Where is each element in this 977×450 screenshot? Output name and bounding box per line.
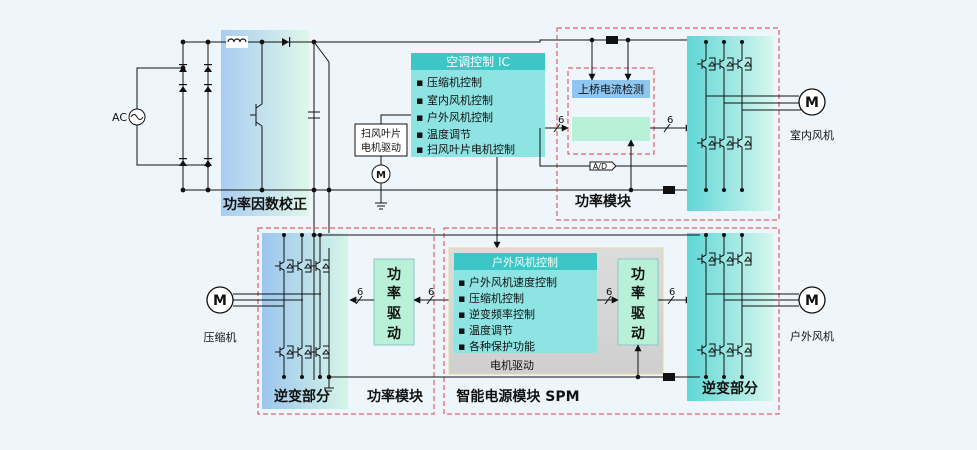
indoor-fan-motor-symbol: M	[805, 95, 819, 111]
svg-text:▪ 室内风机控制: ▪ 室内风机控制	[416, 93, 493, 107]
right-inverter-switches	[697, 233, 752, 379]
swing-driver-line1: 扫风叶片	[361, 127, 401, 140]
left-bus-width-2: 6	[428, 287, 434, 298]
outdoor-fan-control-items: ▪ 户外风机速度控制 ▪ 压缩机控制 ▪ 逆变频率控制 ▪ 温度调节 ▪ 各种保…	[458, 275, 557, 353]
spm-bus-width-2: 6	[669, 287, 675, 298]
svg-text:▪ 温度调节: ▪ 温度调节	[416, 127, 471, 141]
left-inverter-block	[262, 233, 348, 409]
topInv-lower-switch-3	[733, 133, 752, 153]
ic-item-5: 扫风叶片电机控制	[427, 142, 515, 156]
spm-bus-width-1: 6	[606, 287, 612, 298]
ac-control-ic-items: ▪ 压缩机控制 ▪ 室内风机控制 ▪ 户外风机控制 ▪ 温度调节 ▪ 扫风叶片电…	[416, 75, 515, 156]
svg-text:▪ 户外风机控制: ▪ 户外风机控制	[416, 110, 493, 124]
svg-text:率: 率	[631, 285, 645, 302]
ac-control-ic-title: 空调控制 IC	[446, 55, 510, 69]
spm-power-driver	[617, 258, 659, 346]
svg-text:率: 率	[387, 285, 401, 302]
outdoor-fan-motor-symbol: M	[805, 293, 819, 309]
upper-current-detect	[572, 80, 650, 98]
pfc-label: 功率因数校正	[223, 196, 307, 213]
pfc-switch-icon	[250, 42, 263, 190]
compressor-label: 压缩机	[204, 330, 237, 344]
indoor-fan-motor-icon	[798, 88, 826, 116]
motor-drive-label: 电机驱动	[490, 358, 534, 372]
svg-text:▪ 各种保护功能: ▪ 各种保护功能	[458, 339, 535, 353]
svg-text:驱: 驱	[631, 306, 645, 322]
upper-current-detect-label: 上桥电流检测	[578, 82, 644, 96]
svg-text:▪ 扫风叶片电机控制: ▪ 扫风叶片电机控制	[416, 142, 515, 156]
left-power-module-boundary	[257, 227, 435, 415]
outdoor-fan-label: 户外风机	[790, 329, 834, 343]
diode-icons	[179, 64, 212, 166]
left-inverter-label: 逆变部分	[274, 388, 330, 405]
pfc-block	[221, 30, 309, 216]
spm-label: 智能电源模块 SPM	[455, 388, 579, 405]
top-inverter-block	[687, 36, 773, 211]
inductor-icon	[227, 38, 247, 43]
shunt-resistor-icon-2	[663, 186, 675, 194]
shunt-resistor-icon	[606, 36, 618, 44]
svg-text:▪ 户外风机速度控制: ▪ 户外风机速度控制	[458, 275, 557, 289]
spm-shunt-icon	[663, 373, 675, 381]
svg-text:动: 动	[631, 325, 645, 342]
left-inverter-switches	[275, 233, 330, 379]
compressor-motor-symbol: M	[213, 293, 227, 309]
left-bus-width-1: 6	[357, 287, 363, 298]
top-gate-driver	[572, 117, 650, 141]
svg-text:▪ 温度调节: ▪ 温度调节	[458, 323, 513, 337]
current-detect-boundary	[567, 67, 655, 155]
svg-text:▪ 压缩机控制: ▪ 压缩机控制	[458, 291, 524, 305]
outdoor-fan-control-title: 户外风机控制	[492, 255, 558, 269]
pfc-diode-icon	[282, 38, 289, 46]
swing-motor-driver	[354, 123, 408, 157]
top-module-bus-width: 6	[667, 115, 673, 126]
svg-text:▪ 压缩机控制: ▪ 压缩机控制	[416, 75, 482, 89]
topInv-upper-switch-3	[733, 54, 752, 74]
ic-item-3: 户外风机控制	[427, 110, 493, 124]
svg-text:动: 动	[387, 325, 401, 342]
right-inverter-block	[687, 233, 773, 401]
ad-label: A/D	[593, 162, 607, 171]
ic-bus-width: 6	[558, 115, 564, 126]
indoor-fan-label: 室内风机	[790, 128, 834, 142]
ad-converter	[589, 161, 617, 171]
rightInv-lower-switch-3	[733, 340, 752, 360]
rightInv-upper-switch-3	[733, 249, 752, 269]
ground-icon	[375, 183, 387, 210]
top-power-module-boundary	[556, 27, 780, 221]
ac-control-ic	[411, 53, 545, 157]
svg-text:驱: 驱	[387, 306, 401, 322]
top-power-module-label: 功率模块	[575, 193, 632, 210]
top-inverter-switches	[697, 40, 752, 192]
spm-boundary	[443, 227, 780, 415]
ic-item-2: 室内风机控制	[427, 93, 493, 107]
swing-motor-symbol: M	[376, 170, 386, 181]
dc-capacitor-icon	[308, 41, 330, 190]
svg-text:功: 功	[631, 267, 645, 283]
left-power-module-label: 功率模块	[367, 388, 424, 405]
ic-item-4: 温度调节	[427, 127, 471, 141]
right-inverter-label: 逆变部分	[702, 380, 758, 397]
ac-label: AC	[112, 111, 127, 124]
svg-text:功: 功	[387, 267, 401, 283]
swing-driver-line2: 电机驱动	[361, 141, 401, 154]
svg-text:▪ 逆变频率控制: ▪ 逆变频率控制	[458, 307, 535, 321]
ic-item-1: 压缩机控制	[427, 75, 482, 89]
